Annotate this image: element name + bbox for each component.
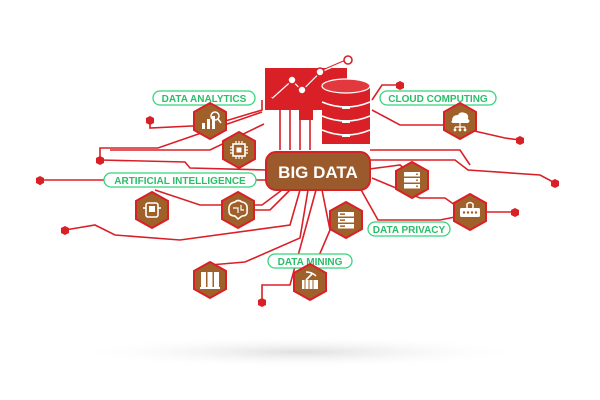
label-artificial-intelligence: ARTIFICIAL INTELLIGENCE xyxy=(103,172,257,188)
big-data-box: BIG DATA xyxy=(265,151,371,191)
trace-bottom-left xyxy=(261,189,317,300)
trace-mining-left xyxy=(209,189,309,266)
label-cloud-computing: CLOUD COMPUTING xyxy=(379,90,497,106)
password-lock-icon xyxy=(453,192,487,232)
trace-left-low xyxy=(64,189,301,241)
label-data-analytics: DATA ANALYTICS xyxy=(152,90,256,106)
trace-right-cloud-2 xyxy=(469,129,521,141)
label-data-privacy: DATA PRIVACY xyxy=(367,221,451,237)
cloud-network-icon xyxy=(443,101,477,141)
label-data-mining: DATA MINING xyxy=(267,253,353,269)
trace-end-pads xyxy=(36,81,559,307)
server-icon xyxy=(395,160,429,200)
data-files-icon xyxy=(193,260,227,300)
big-data-title: BIG DATA xyxy=(278,163,358,182)
label-data-mining-text: DATA MINING xyxy=(278,257,343,268)
microchip-icon xyxy=(222,130,256,170)
floor-shadow xyxy=(70,336,530,368)
analytics-chart-icon xyxy=(193,101,227,141)
robot-icon xyxy=(135,190,169,230)
trace-left-mid xyxy=(99,159,269,171)
trace-right-long xyxy=(370,159,556,184)
label-artificial-intelligence-text: ARTIFICIAL INTELLIGENCE xyxy=(114,176,246,187)
mining-pickaxe-icon xyxy=(293,262,327,302)
label-data-analytics-text: DATA ANALYTICS xyxy=(162,94,247,105)
label-data-privacy-text: DATA PRIVACY xyxy=(373,225,446,236)
label-cloud-computing-text: CLOUD COMPUTING xyxy=(388,94,488,105)
database-cylinder-icon xyxy=(321,78,371,144)
monitor-connectors xyxy=(279,110,311,150)
database-stack-icon xyxy=(329,200,363,240)
trace-right-low xyxy=(359,187,515,221)
trace-ai-1 xyxy=(154,189,283,206)
brain-circuit-icon xyxy=(221,190,255,230)
